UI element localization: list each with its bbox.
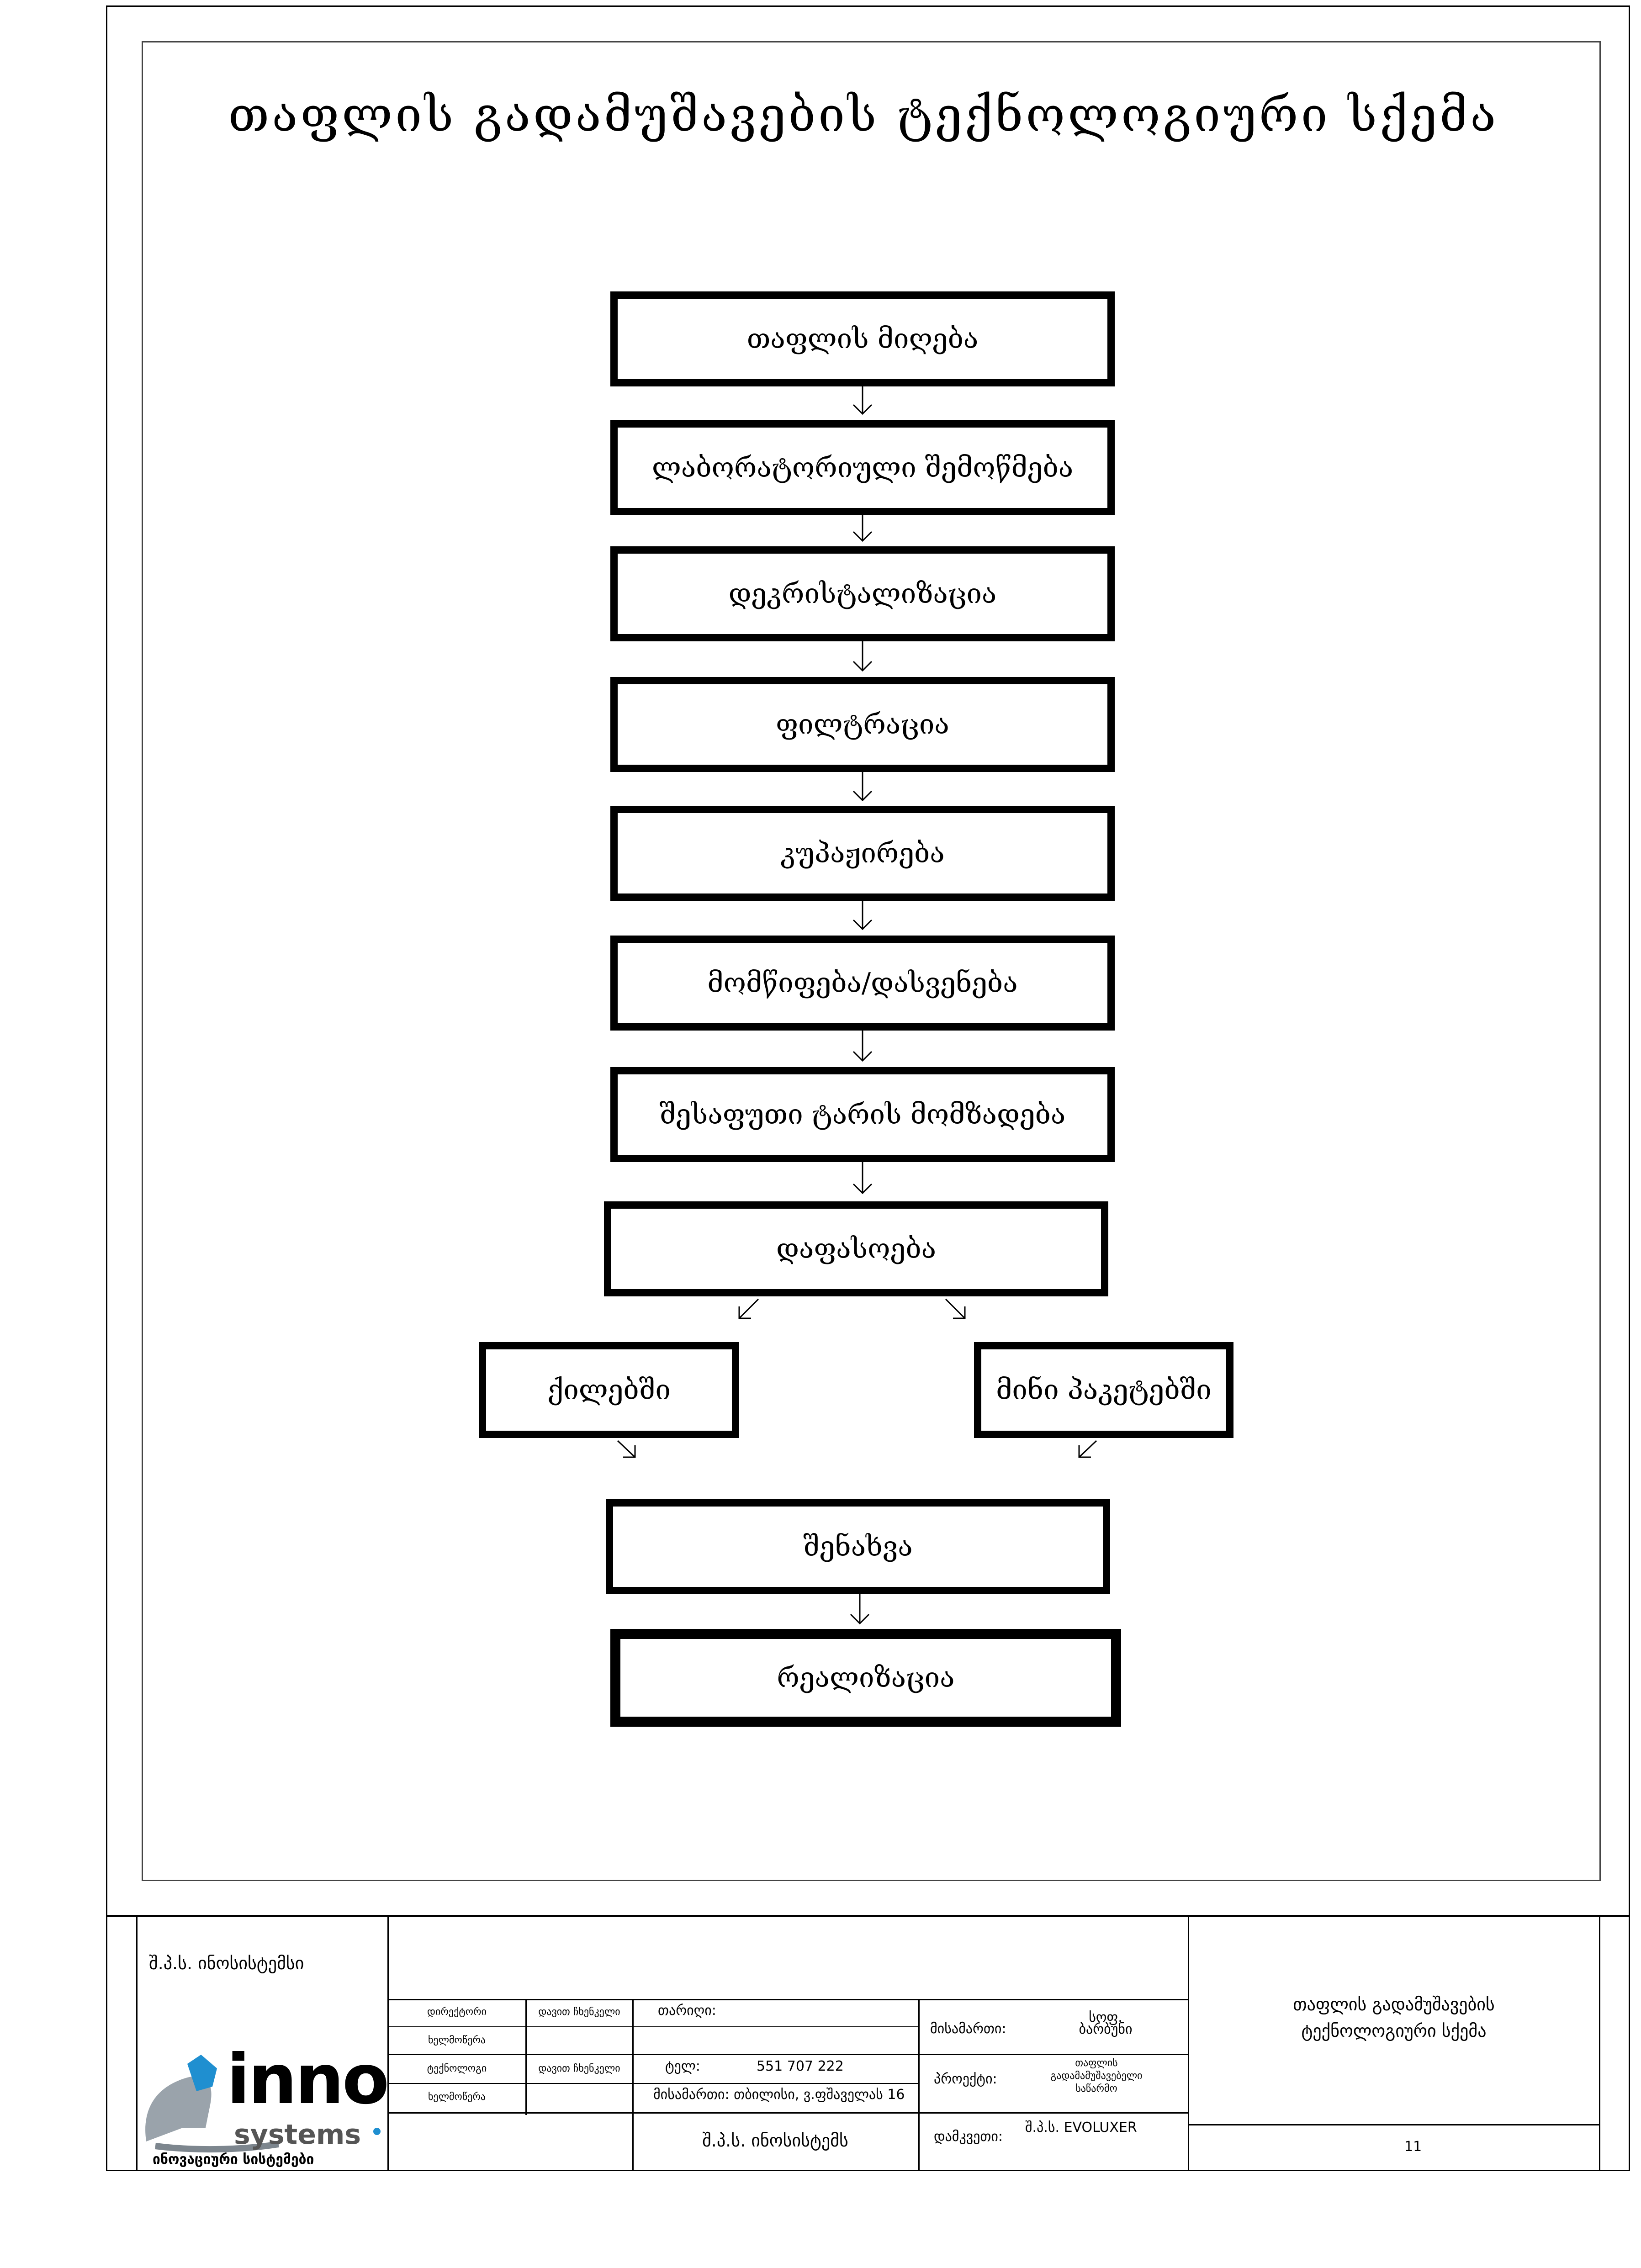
titleblock-address-value: სოფ. ბარბუნი <box>1079 2009 1133 2037</box>
titleblock-doc-title-2: ტექნოლოგიური სქემა <box>1301 2021 1487 2041</box>
logo-swoosh-icon <box>145 2055 381 2153</box>
flow-branch-jars: ქილებში <box>479 1342 739 1438</box>
arrow-right-to-storage <box>1078 1440 1097 1458</box>
company-logo: inno systems ინოვაციური სისტემები <box>137 2036 389 2170</box>
arrow-2-to-3 <box>852 515 873 542</box>
arrow-3-to-4 <box>852 641 873 672</box>
titleblock-project-value-3: საწარმო <box>1075 2083 1117 2094</box>
flow-step-maturing: მომწიფება/დასვენება <box>610 936 1115 1031</box>
flow-step-lab-check: ლაბორატორიული შემოწმება <box>610 420 1115 515</box>
outer-frame-bottom <box>106 2170 1630 2171</box>
outer-frame-left <box>106 5 107 2171</box>
arrow-1-to-2 <box>852 386 873 415</box>
titleblock-address: მისამართი: თბილისი, ვ.ფშაველას 16 <box>653 2087 905 2103</box>
titleblock-phone-label: ტელ: <box>665 2058 700 2074</box>
titleblock-v6 <box>1188 1915 1189 2171</box>
arrow-left-to-storage <box>617 1440 636 1458</box>
arrow-8-to-right <box>945 1298 966 1319</box>
titleblock-v5 <box>918 1999 920 2171</box>
titleblock-role-director: დირექტორი <box>427 2006 487 2018</box>
titleblock-role-technologist: ტექნოლოგი <box>427 2063 487 2074</box>
titleblock-h5 <box>387 2112 1189 2114</box>
titleblock-v4 <box>632 1999 634 2171</box>
logo-tagline: ინოვაციური სისტემები <box>153 2152 314 2168</box>
titleblock-h4 <box>387 2083 918 2084</box>
titleblock-role-signature-2: ხელმოწერა <box>428 2091 486 2103</box>
flow-step-packaging: დაფასოება <box>604 1201 1108 1296</box>
titleblock-client-value: შ.პ.ს. EVOLUXER <box>1025 2120 1137 2136</box>
inner-frame <box>142 41 1601 1881</box>
outer-frame-top <box>106 5 1630 7</box>
logo-word: inno <box>227 2040 389 2120</box>
titleblock-v7 <box>1599 1915 1600 2171</box>
arrow-4-to-5 <box>852 772 873 802</box>
flow-step-decrystallization: დეკრისტალიზაცია <box>610 546 1115 641</box>
flow-step-blending: კუპაჟირება <box>610 806 1115 901</box>
titleblock-top-line <box>106 1915 1630 1917</box>
titleblock-name-technologist: დავით ჩხენკელი <box>538 2063 620 2074</box>
titleblock-project-label: პროექტი: <box>934 2071 997 2087</box>
titleblock-client-label: დამკვეთი: <box>934 2129 1003 2145</box>
arrow-7-to-8 <box>852 1162 873 1195</box>
arrow-8-to-left <box>738 1298 759 1319</box>
titleblock-h6 <box>1188 2124 1600 2125</box>
flow-step-container-prep: შესაფუთი ტარის მომზადება <box>610 1067 1115 1162</box>
flow-branch-mini-packets: მინი პაკეტებში <box>974 1342 1233 1438</box>
titleblock-h1 <box>387 1999 1189 2000</box>
outer-frame-right <box>1629 5 1630 2171</box>
titleblock-phone-value: 551 707 222 <box>757 2058 844 2074</box>
logo-sub: systems <box>234 2119 361 2151</box>
arrow-5-to-6 <box>852 901 873 930</box>
titleblock-company-footer: შ.პ.ს. ინოსისტემს <box>702 2131 848 2151</box>
titleblock-doc-title-1: თაფლის გადამუშავების <box>1293 1994 1495 2014</box>
titleblock-sheet-number: 11 <box>1404 2139 1422 2155</box>
arrow-9-to-10 <box>850 1594 870 1625</box>
titleblock-project-value-2: გადამამუშავებელი <box>1050 2070 1143 2082</box>
flow-step-receiving: თაფლის მიღება <box>610 291 1115 386</box>
titleblock-v2 <box>387 1915 389 2171</box>
flow-step-filtration: ფილტრაცია <box>610 677 1115 772</box>
arrow-6-to-7 <box>852 1031 873 1062</box>
titleblock-address-label: მისამართი: <box>930 2021 1006 2037</box>
titleblock-date-label: თარიღი: <box>658 2003 716 2019</box>
titleblock-v1 <box>136 1915 138 2171</box>
flow-step-sales: რეალიზაცია <box>610 1629 1121 1727</box>
titleblock-project-value-1: თაფლის <box>1075 2057 1118 2069</box>
flow-step-storage: შენახვა <box>606 1499 1110 1594</box>
titleblock-role-signature-1: ხელმოწერა <box>428 2035 486 2046</box>
titleblock-name-director: დავით ჩხენკელი <box>538 2006 620 2018</box>
titleblock-v3 <box>525 1999 527 2115</box>
titleblock-h2 <box>387 2026 918 2027</box>
titleblock-h3 <box>387 2054 1189 2055</box>
titleblock-company: შ.პ.ს. ინოსისტემსი <box>149 1953 304 1973</box>
page-title: თაფლის გადამუშავების ტექნოლოგიური სქემა <box>228 87 1499 143</box>
